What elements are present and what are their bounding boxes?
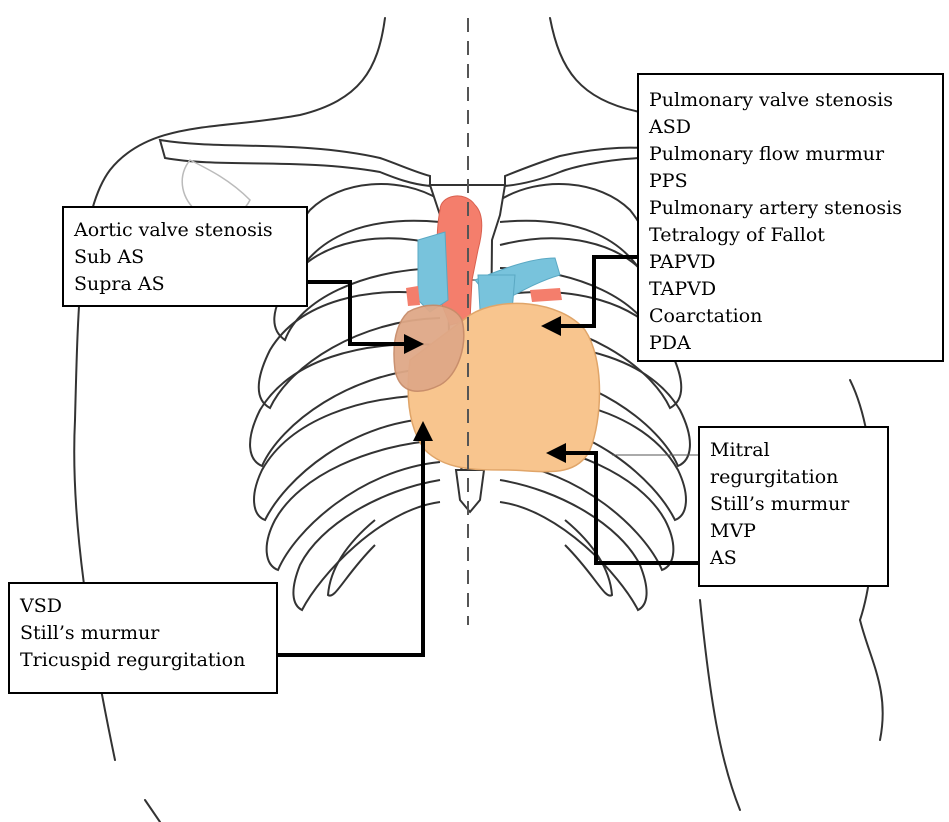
label-item: AS xyxy=(710,547,737,569)
tricuspid-area-label-box: VSD Still’s murmur Tricuspid regurgitati… xyxy=(8,582,278,694)
label-item: PAPVD xyxy=(649,251,716,273)
heart xyxy=(393,195,601,473)
pulmonic-area-label-box: Pulmonary valve stenosis ASD Pulmonary f… xyxy=(637,73,944,362)
pulmonary-branch-2 xyxy=(406,286,420,306)
pulmonic-arrow xyxy=(541,255,637,336)
pulmonary-branch-1 xyxy=(530,288,562,302)
label-item: Pulmonary flow murmur xyxy=(649,143,885,165)
mitral-arrow xyxy=(546,443,698,565)
aortic-area-label-box: Aortic valve stenosis Sub AS Supra AS xyxy=(62,206,308,307)
label-item: Tetralogy of Fallot xyxy=(649,224,825,246)
label-item: PPS xyxy=(649,170,688,192)
label-item: Pulmonary artery stenosis xyxy=(649,197,903,219)
label-item: PDA xyxy=(649,332,691,354)
clavicles xyxy=(158,138,641,188)
label-item: Mitral xyxy=(710,439,770,461)
label-item: Tricuspid regurgitation xyxy=(20,649,246,671)
label-item: Coarctation xyxy=(649,305,763,327)
label-item: VSD xyxy=(20,595,62,617)
label-item: Still’s murmur xyxy=(20,622,160,644)
label-item: TAPVD xyxy=(649,278,717,300)
label-item: MVP xyxy=(710,520,756,542)
tricuspid-arrow xyxy=(278,421,433,657)
label-item: Sub AS xyxy=(74,246,145,268)
label-item: Pulmonary valve stenosis xyxy=(649,89,894,111)
label-item: Still’s murmur xyxy=(710,493,850,515)
mitral-area-label-box: Mitral regurgitation Still’s murmur MVP … xyxy=(698,426,889,587)
label-item: Supra AS xyxy=(74,273,165,295)
aortic-arrow xyxy=(308,280,424,354)
superior-vena-cava xyxy=(417,231,449,313)
label-item: Aortic valve stenosis xyxy=(74,219,273,241)
label-item: ASD xyxy=(649,116,691,138)
right-atrium xyxy=(393,304,465,392)
label-item: regurgitation xyxy=(710,466,839,488)
callout-arrows xyxy=(278,255,698,657)
